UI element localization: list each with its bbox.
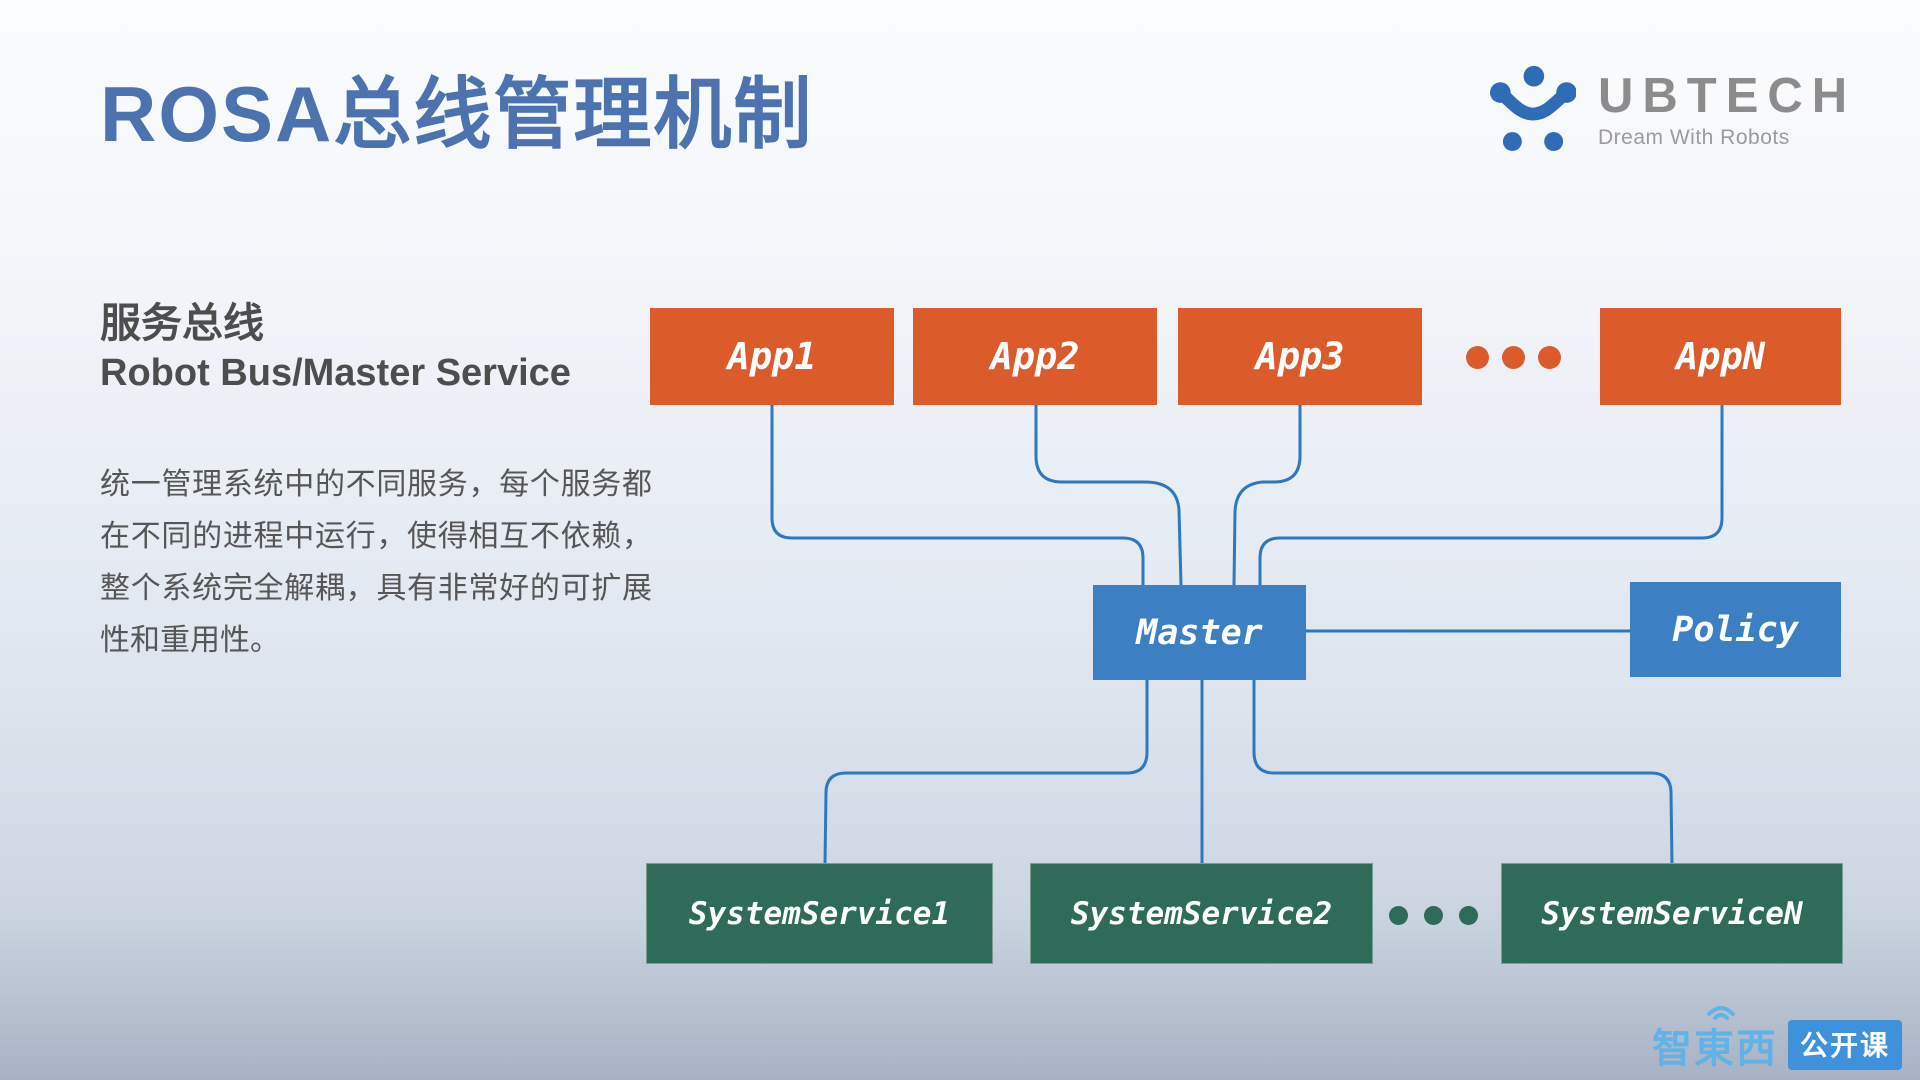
node-appn: AppN: [1600, 308, 1841, 405]
service-row-ellipsis-dots: [1389, 906, 1494, 925]
ellipsis-dot: [1538, 346, 1561, 369]
page-title: ROSA总线管理机制: [100, 70, 814, 158]
wifi-icon: [1706, 1006, 1735, 1020]
node-app2: App2: [913, 308, 1157, 405]
brand-tagline: Dream With Robots: [1598, 125, 1790, 149]
ellipsis-dot: [1424, 906, 1443, 925]
node-app1: App1: [650, 308, 894, 405]
zhidongxi-watermark: 智東西 公开课: [1651, 1006, 1902, 1074]
zhidongxi-logo-text: 智東西: [1651, 1006, 1778, 1074]
app-row-ellipsis-dots: [1466, 346, 1574, 369]
panel-heading-en: Robot Bus/Master Service: [100, 352, 571, 395]
panel-heading-zh: 服务总线: [100, 300, 264, 346]
node-policy: Policy: [1630, 582, 1841, 677]
ubtech-mark-icon: [1490, 65, 1576, 151]
left-panel: 服务总线 Robot Bus/Master Service 统一管理系统中的不同…: [100, 300, 660, 667]
panel-description: 统一管理系统中的不同服务，每个服务都在不同的进程中运行，使得相互不依赖，整个系统…: [100, 467, 652, 657]
node-systemservicen: SystemServiceN: [1501, 863, 1843, 964]
brand-name: UBTECH: [1598, 69, 1857, 123]
zhidongxi-characters: 智東西: [1651, 1027, 1778, 1071]
node-master: Master: [1093, 585, 1306, 680]
ellipsis-dot: [1389, 906, 1408, 925]
node-systemservice2: SystemService2: [1030, 863, 1373, 964]
ellipsis-dot: [1502, 346, 1525, 369]
node-app3: App3: [1178, 308, 1422, 405]
ellipsis-dot: [1466, 346, 1489, 369]
ubtech-logo: UBTECH Dream With Robots: [1490, 62, 1856, 154]
node-systemservice1: SystemService1: [646, 863, 993, 964]
open-class-badge: 公开课: [1787, 1020, 1902, 1070]
ellipsis-dot: [1459, 906, 1478, 925]
